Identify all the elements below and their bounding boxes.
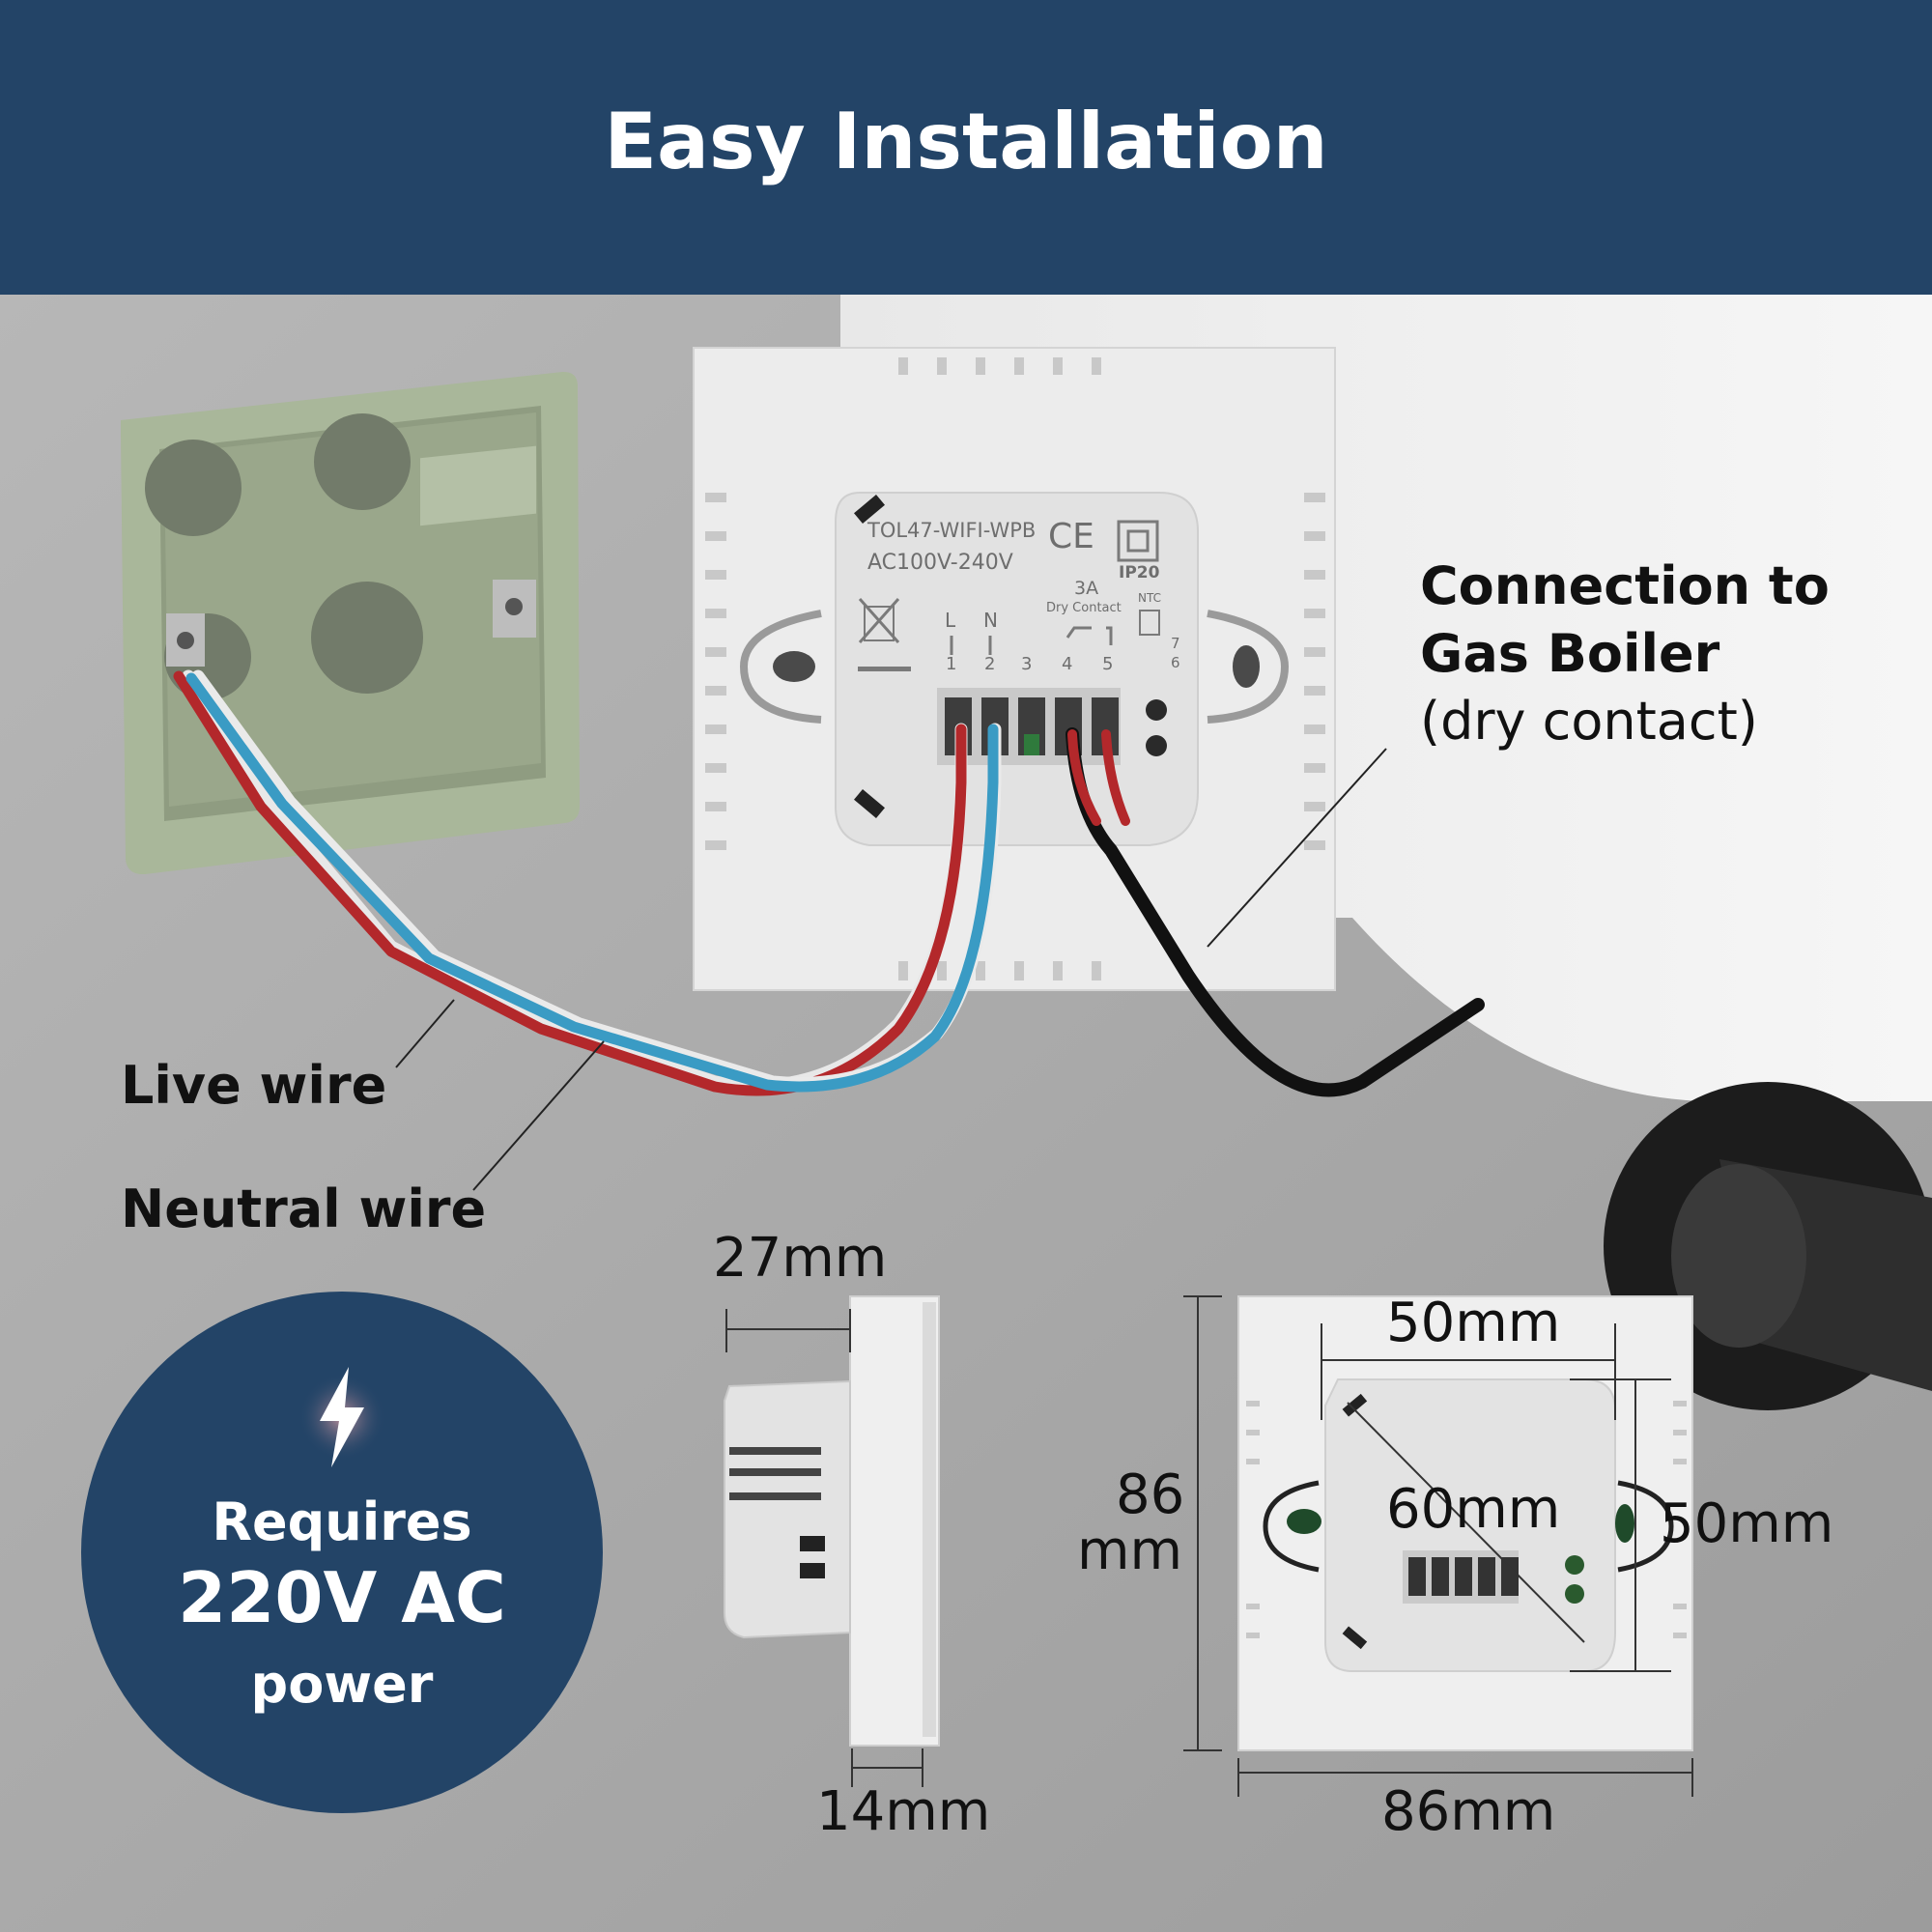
- live-wire-label: Live wire: [121, 1055, 387, 1116]
- ntc-label: NTC: [1138, 591, 1161, 605]
- neutral-wire-label: Neutral wire: [121, 1179, 487, 1239]
- terminal-number-4: 4: [1062, 654, 1073, 674]
- terminal-letter-n: N: [983, 609, 998, 632]
- ip-rating-label: IP20: [1119, 563, 1160, 582]
- page-title: Easy Installation: [604, 97, 1328, 186]
- lightning-bolt-icon: [298, 1367, 385, 1467]
- installation-scene: TOL47-WIFI-WPB AC100V-240V CE IP20 3A Dr…: [0, 295, 1932, 1932]
- module-model-label: TOL47-WIFI-WPB: [867, 519, 1037, 542]
- module-voltage-label: AC100V-240V: [867, 551, 1013, 575]
- terminal-letter-l: L: [945, 609, 956, 632]
- side-thickness-dimension: 14mm: [816, 1780, 991, 1843]
- connection-callout-line1: Connection to: [1420, 555, 1830, 616]
- ntc-number-7: 7: [1171, 635, 1180, 652]
- current-rating-label: 3A: [1074, 578, 1099, 599]
- connection-callout-line3: (dry contact): [1420, 691, 1758, 752]
- back-inner-height-dimension: 50mm: [1660, 1492, 1834, 1555]
- leader-lines: [395, 748, 1387, 1191]
- contact-type-label: Dry Contact: [1046, 601, 1122, 615]
- terminal-number-1: 1: [946, 654, 957, 674]
- badge-line-voltage: 220V AC: [178, 1557, 506, 1638]
- thermostat-backplate: [693, 347, 1336, 991]
- badge-line-requires: Requires: [212, 1492, 472, 1552]
- back-inner-width-dimension: 50mm: [1386, 1292, 1561, 1354]
- power-requirement-badge: Requires 220V AC power: [81, 1292, 603, 1813]
- back-height-dimension-number: 86: [1116, 1463, 1185, 1526]
- junction-box: [121, 371, 580, 875]
- terminal-number-5: 5: [1102, 654, 1114, 674]
- side-depth-dimension: 27mm: [713, 1227, 888, 1290]
- ce-mark: CE: [1048, 517, 1094, 556]
- badge-line-power: power: [250, 1654, 434, 1715]
- back-view-drawing: [1183, 1295, 1693, 1797]
- back-height-dimension-unit: mm: [1077, 1520, 1183, 1582]
- terminal-number-2: 2: [984, 654, 996, 674]
- installation-illustration: [0, 295, 1932, 1932]
- connection-callout-line2: Gas Boiler: [1420, 623, 1720, 684]
- back-diagonal-dimension: 60mm: [1386, 1478, 1561, 1541]
- wires: [173, 669, 1485, 1097]
- header-banner: Easy Installation: [0, 0, 1932, 295]
- side-view-drawing: [724, 1295, 940, 1787]
- terminal-number-3: 3: [1021, 654, 1033, 674]
- ntc-number-6: 6: [1171, 654, 1180, 671]
- back-width-dimension: 86mm: [1381, 1780, 1556, 1843]
